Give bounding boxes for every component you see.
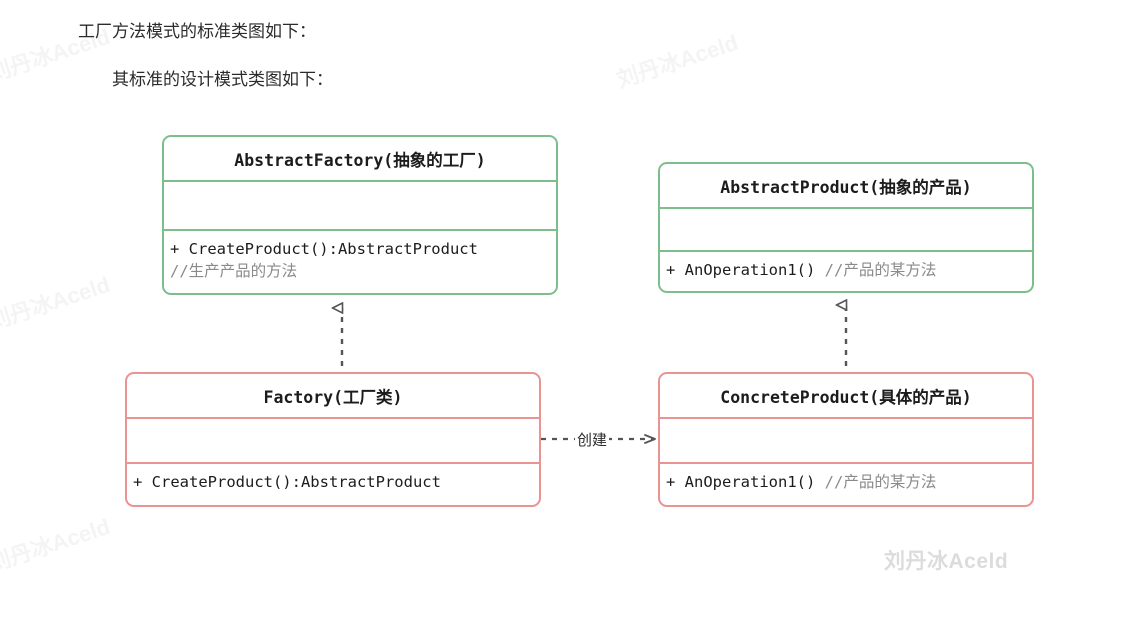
class-divider <box>127 417 539 419</box>
watermark-faint: 刘丹冰Aceld <box>613 29 742 93</box>
operation-comment: //生产产品的方法 <box>170 262 298 281</box>
class-box-abstract-product[interactable]: AbstractProduct(抽象的产品) + AnOperation1() … <box>658 162 1034 293</box>
class-box-concrete-product[interactable]: ConcreteProduct(具体的产品) + AnOperation1() … <box>658 372 1034 507</box>
intro-line-2: 其标准的设计模式类图如下： <box>112 70 333 89</box>
class-divider <box>660 207 1032 209</box>
watermark-faint: 刘丹冰Aceld <box>0 513 114 577</box>
class-divider <box>164 180 556 182</box>
class-operations-concrete-product: + AnOperation1() //产品的某方法 <box>660 464 1032 505</box>
operation-signature: + AnOperation1() <box>666 473 816 491</box>
class-attributes-abstract-product <box>660 209 1032 250</box>
watermark-faint: 刘丹冰Aceld <box>0 271 114 335</box>
operation-comment: //产品的某方法 <box>824 473 937 491</box>
class-title-factory: Factory(工厂类) <box>263 387 403 407</box>
class-divider <box>660 462 1032 464</box>
class-operations-abstract-product: + AnOperation1() //产品的某方法 <box>660 252 1032 291</box>
class-divider <box>127 462 539 464</box>
operation-signature: + AnOperation1() <box>666 261 816 279</box>
relation-label-creates: 创建 <box>575 429 610 450</box>
class-attributes-factory <box>127 419 539 462</box>
class-title-abstract-product: AbstractProduct(抽象的产品) <box>720 177 972 197</box>
class-box-abstract-factory[interactable]: AbstractFactory(抽象的工厂) + CreateProduct()… <box>162 135 558 295</box>
operation-signature: + CreateProduct():AbstractProduct <box>133 473 441 491</box>
intro-line-1: 工厂方法模式的标准类图如下： <box>78 22 316 41</box>
class-divider <box>660 250 1032 252</box>
class-title-abstract-factory: AbstractFactory(抽象的工厂) <box>234 150 486 170</box>
operation-comment: //产品的某方法 <box>824 261 937 279</box>
class-divider <box>660 417 1032 419</box>
operation-row: + AnOperation1() //产品的某方法 <box>666 259 1032 281</box>
class-operations-factory: + CreateProduct():AbstractProduct <box>127 464 539 505</box>
class-attributes-abstract-factory <box>164 182 556 229</box>
class-title-concrete-product: ConcreteProduct(具体的产品) <box>720 387 972 407</box>
watermark-signature: 刘丹冰Aceld <box>884 550 1009 573</box>
operation-signature: + CreateProduct():AbstractProduct <box>170 240 478 258</box>
operation-row: + AnOperation1() //产品的某方法 <box>666 471 1032 493</box>
class-box-factory[interactable]: Factory(工厂类) + CreateProduct():AbstractP… <box>125 372 541 507</box>
class-operations-abstract-factory: + CreateProduct():AbstractProduct //生产产品… <box>164 231 556 293</box>
class-attributes-concrete-product <box>660 419 1032 462</box>
class-divider <box>164 229 556 231</box>
